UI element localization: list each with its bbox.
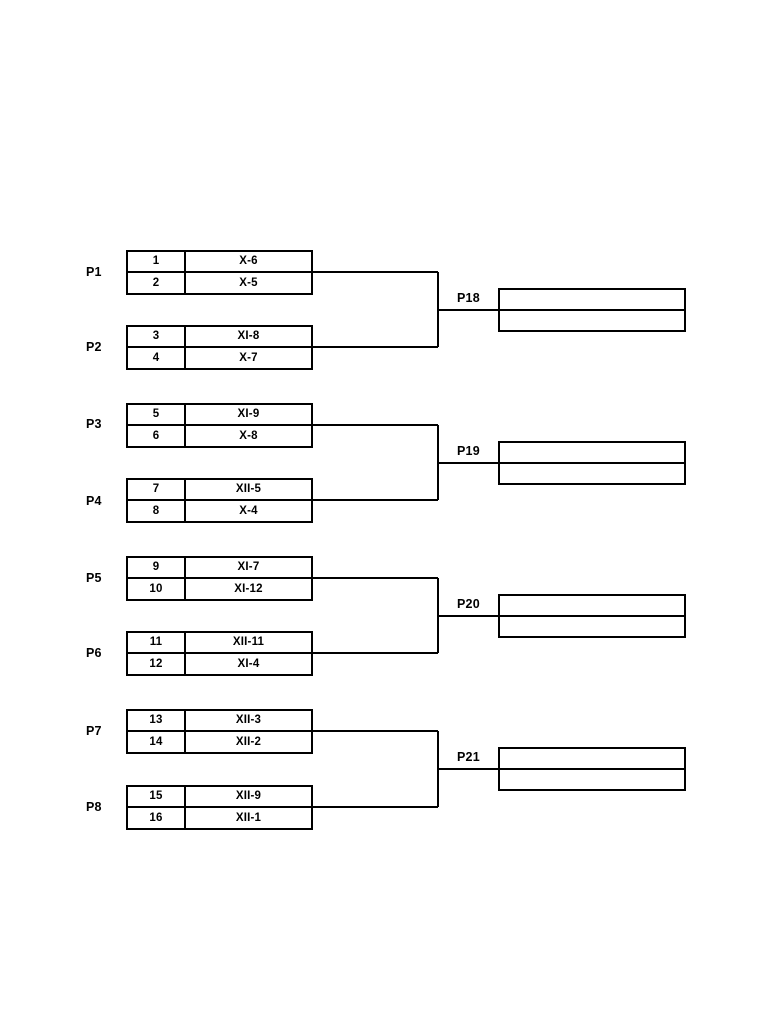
entry-name: XII-5	[235, 483, 262, 496]
entry-name: X-5	[239, 276, 258, 289]
entry-name: XII-1	[235, 811, 262, 824]
entry-name: X-7	[239, 351, 258, 364]
entry-name: X-8	[239, 429, 258, 442]
pair-row[interactable]: 2 X-5	[128, 272, 311, 293]
seed-number: 10	[128, 578, 186, 599]
seed-number: 3	[128, 327, 186, 346]
seed-number: 8	[128, 500, 186, 521]
pair-box-p6[interactable]: 11 XII-11 12 XI-4	[126, 631, 313, 676]
group-label-p8: P8	[86, 800, 102, 814]
group-label-p7: P7	[86, 724, 102, 738]
entry-name: XII-11	[232, 636, 265, 649]
entry-name: XII-9	[235, 790, 262, 803]
group-label-p5: P5	[86, 571, 102, 585]
seed-number: 9	[128, 558, 186, 577]
seed-number: 13	[128, 711, 186, 730]
pair-box-p4[interactable]: 7 XII-5 8 X-4	[126, 478, 313, 523]
seed-number: 15	[128, 787, 186, 806]
seed-number: 6	[128, 425, 186, 446]
pair-box-p8[interactable]: 15 XII-9 16 XII-1	[126, 785, 313, 830]
pair-row[interactable]: 9 XI-7	[128, 558, 311, 579]
pair-row[interactable]: 3 XI-8	[128, 327, 311, 348]
group-label-p2: P2	[86, 340, 102, 354]
result-row[interactable]	[500, 596, 684, 617]
group-label-p4: P4	[86, 494, 102, 508]
result-box-p19[interactable]	[498, 441, 686, 485]
entry-name: XII-3	[235, 714, 262, 727]
round-label-p18: P18	[457, 291, 480, 305]
result-row[interactable]	[500, 290, 684, 311]
result-box-p20[interactable]	[498, 594, 686, 638]
entry-name: XI-9	[237, 408, 260, 421]
group-label-p3: P3	[86, 417, 102, 431]
seed-number: 16	[128, 807, 186, 828]
round-label-p20: P20	[457, 597, 480, 611]
seed-number: 2	[128, 272, 186, 293]
pair-row[interactable]: 16 XII-1	[128, 807, 311, 828]
seed-number: 14	[128, 731, 186, 752]
entry-name: XI-12	[234, 582, 263, 595]
round-label-p21: P21	[457, 750, 480, 764]
pair-box-p1[interactable]: 1 X-6 2 X-5	[126, 250, 313, 295]
entry-name: X-4	[239, 504, 258, 517]
entry-name: XII-2	[235, 735, 262, 748]
result-row[interactable]	[500, 749, 684, 770]
pair-row[interactable]: 7 XII-5	[128, 480, 311, 501]
result-row[interactable]	[500, 464, 684, 483]
pair-row[interactable]: 6 X-8	[128, 425, 311, 446]
pair-box-p5[interactable]: 9 XI-7 10 XI-12	[126, 556, 313, 601]
round-label-p19: P19	[457, 444, 480, 458]
entry-name: XI-7	[237, 561, 260, 574]
seed-number: 12	[128, 653, 186, 674]
pair-box-p3[interactable]: 5 XI-9 6 X-8	[126, 403, 313, 448]
pair-row[interactable]: 5 XI-9	[128, 405, 311, 426]
pair-box-p2[interactable]: 3 XI-8 4 X-7	[126, 325, 313, 370]
pair-row[interactable]: 8 X-4	[128, 500, 311, 521]
result-row[interactable]	[500, 443, 684, 464]
pair-row[interactable]: 14 XII-2	[128, 731, 311, 752]
seed-number: 5	[128, 405, 186, 424]
entry-name: X-6	[239, 255, 258, 268]
entry-name: XI-8	[237, 330, 260, 343]
entry-name: XI-4	[237, 657, 260, 670]
seed-number: 7	[128, 480, 186, 499]
pair-box-p7[interactable]: 13 XII-3 14 XII-2	[126, 709, 313, 754]
pair-row[interactable]: 4 X-7	[128, 347, 311, 368]
seed-number: 11	[128, 633, 186, 652]
result-box-p18[interactable]	[498, 288, 686, 332]
pair-row[interactable]: 12 XI-4	[128, 653, 311, 674]
result-box-p21[interactable]	[498, 747, 686, 791]
result-row[interactable]	[500, 311, 684, 330]
pair-row[interactable]: 11 XII-11	[128, 633, 311, 654]
pair-row[interactable]: 15 XII-9	[128, 787, 311, 808]
seed-number: 4	[128, 347, 186, 368]
pair-row[interactable]: 1 X-6	[128, 252, 311, 273]
result-row[interactable]	[500, 770, 684, 789]
result-row[interactable]	[500, 617, 684, 636]
group-label-p6: P6	[86, 646, 102, 660]
seed-number: 1	[128, 252, 186, 271]
group-label-p1: P1	[86, 265, 102, 279]
pair-row[interactable]: 13 XII-3	[128, 711, 311, 732]
pair-row[interactable]: 10 XI-12	[128, 578, 311, 599]
